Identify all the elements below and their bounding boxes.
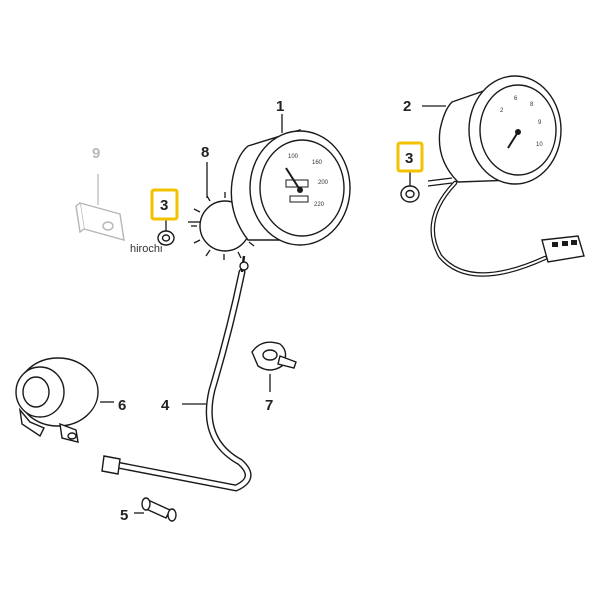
- part-6-drive-housing: [15, 357, 114, 443]
- svg-text:2: 2: [500, 108, 504, 114]
- part-3-nut-left: [157, 218, 175, 246]
- svg-text:220: 220: [314, 202, 325, 208]
- callout-3-right-highlight: 3: [396, 141, 424, 173]
- part-3-nut-right: [400, 170, 420, 203]
- svg-text:8: 8: [530, 102, 534, 108]
- svg-text:100: 100: [288, 154, 299, 160]
- watermark: hirochi: [130, 243, 162, 255]
- svg-text:200: 200: [318, 180, 329, 186]
- part-4-speedo-cable: [101, 255, 252, 492]
- part-2-tachometer: 2 6 8 9 10: [422, 75, 562, 187]
- callout-3-left: 3: [160, 197, 168, 214]
- callout-3-right: 3: [405, 150, 413, 167]
- callout-2: 2: [403, 98, 411, 115]
- tacho-wiring: [430, 180, 585, 277]
- callout-6: 6: [118, 397, 126, 414]
- callout-3-left-highlight: 3: [150, 188, 179, 221]
- svg-text:6: 6: [514, 96, 518, 102]
- callout-1: 1: [276, 98, 284, 115]
- callout-8: 8: [201, 144, 209, 161]
- part-1-speedometer: 100 160 200 220: [230, 114, 351, 246]
- part-7-clip: [251, 341, 297, 392]
- callout-5: 5: [120, 507, 128, 524]
- callout-4: 4: [161, 397, 170, 414]
- callout-9: 9: [92, 145, 100, 162]
- callout-7: 7: [265, 397, 273, 414]
- svg-text:160: 160: [312, 160, 323, 166]
- part-9-bracket: [75, 174, 125, 241]
- svg-text:9: 9: [538, 120, 542, 126]
- svg-text:10: 10: [536, 142, 543, 148]
- part-5-screw: [134, 497, 177, 522]
